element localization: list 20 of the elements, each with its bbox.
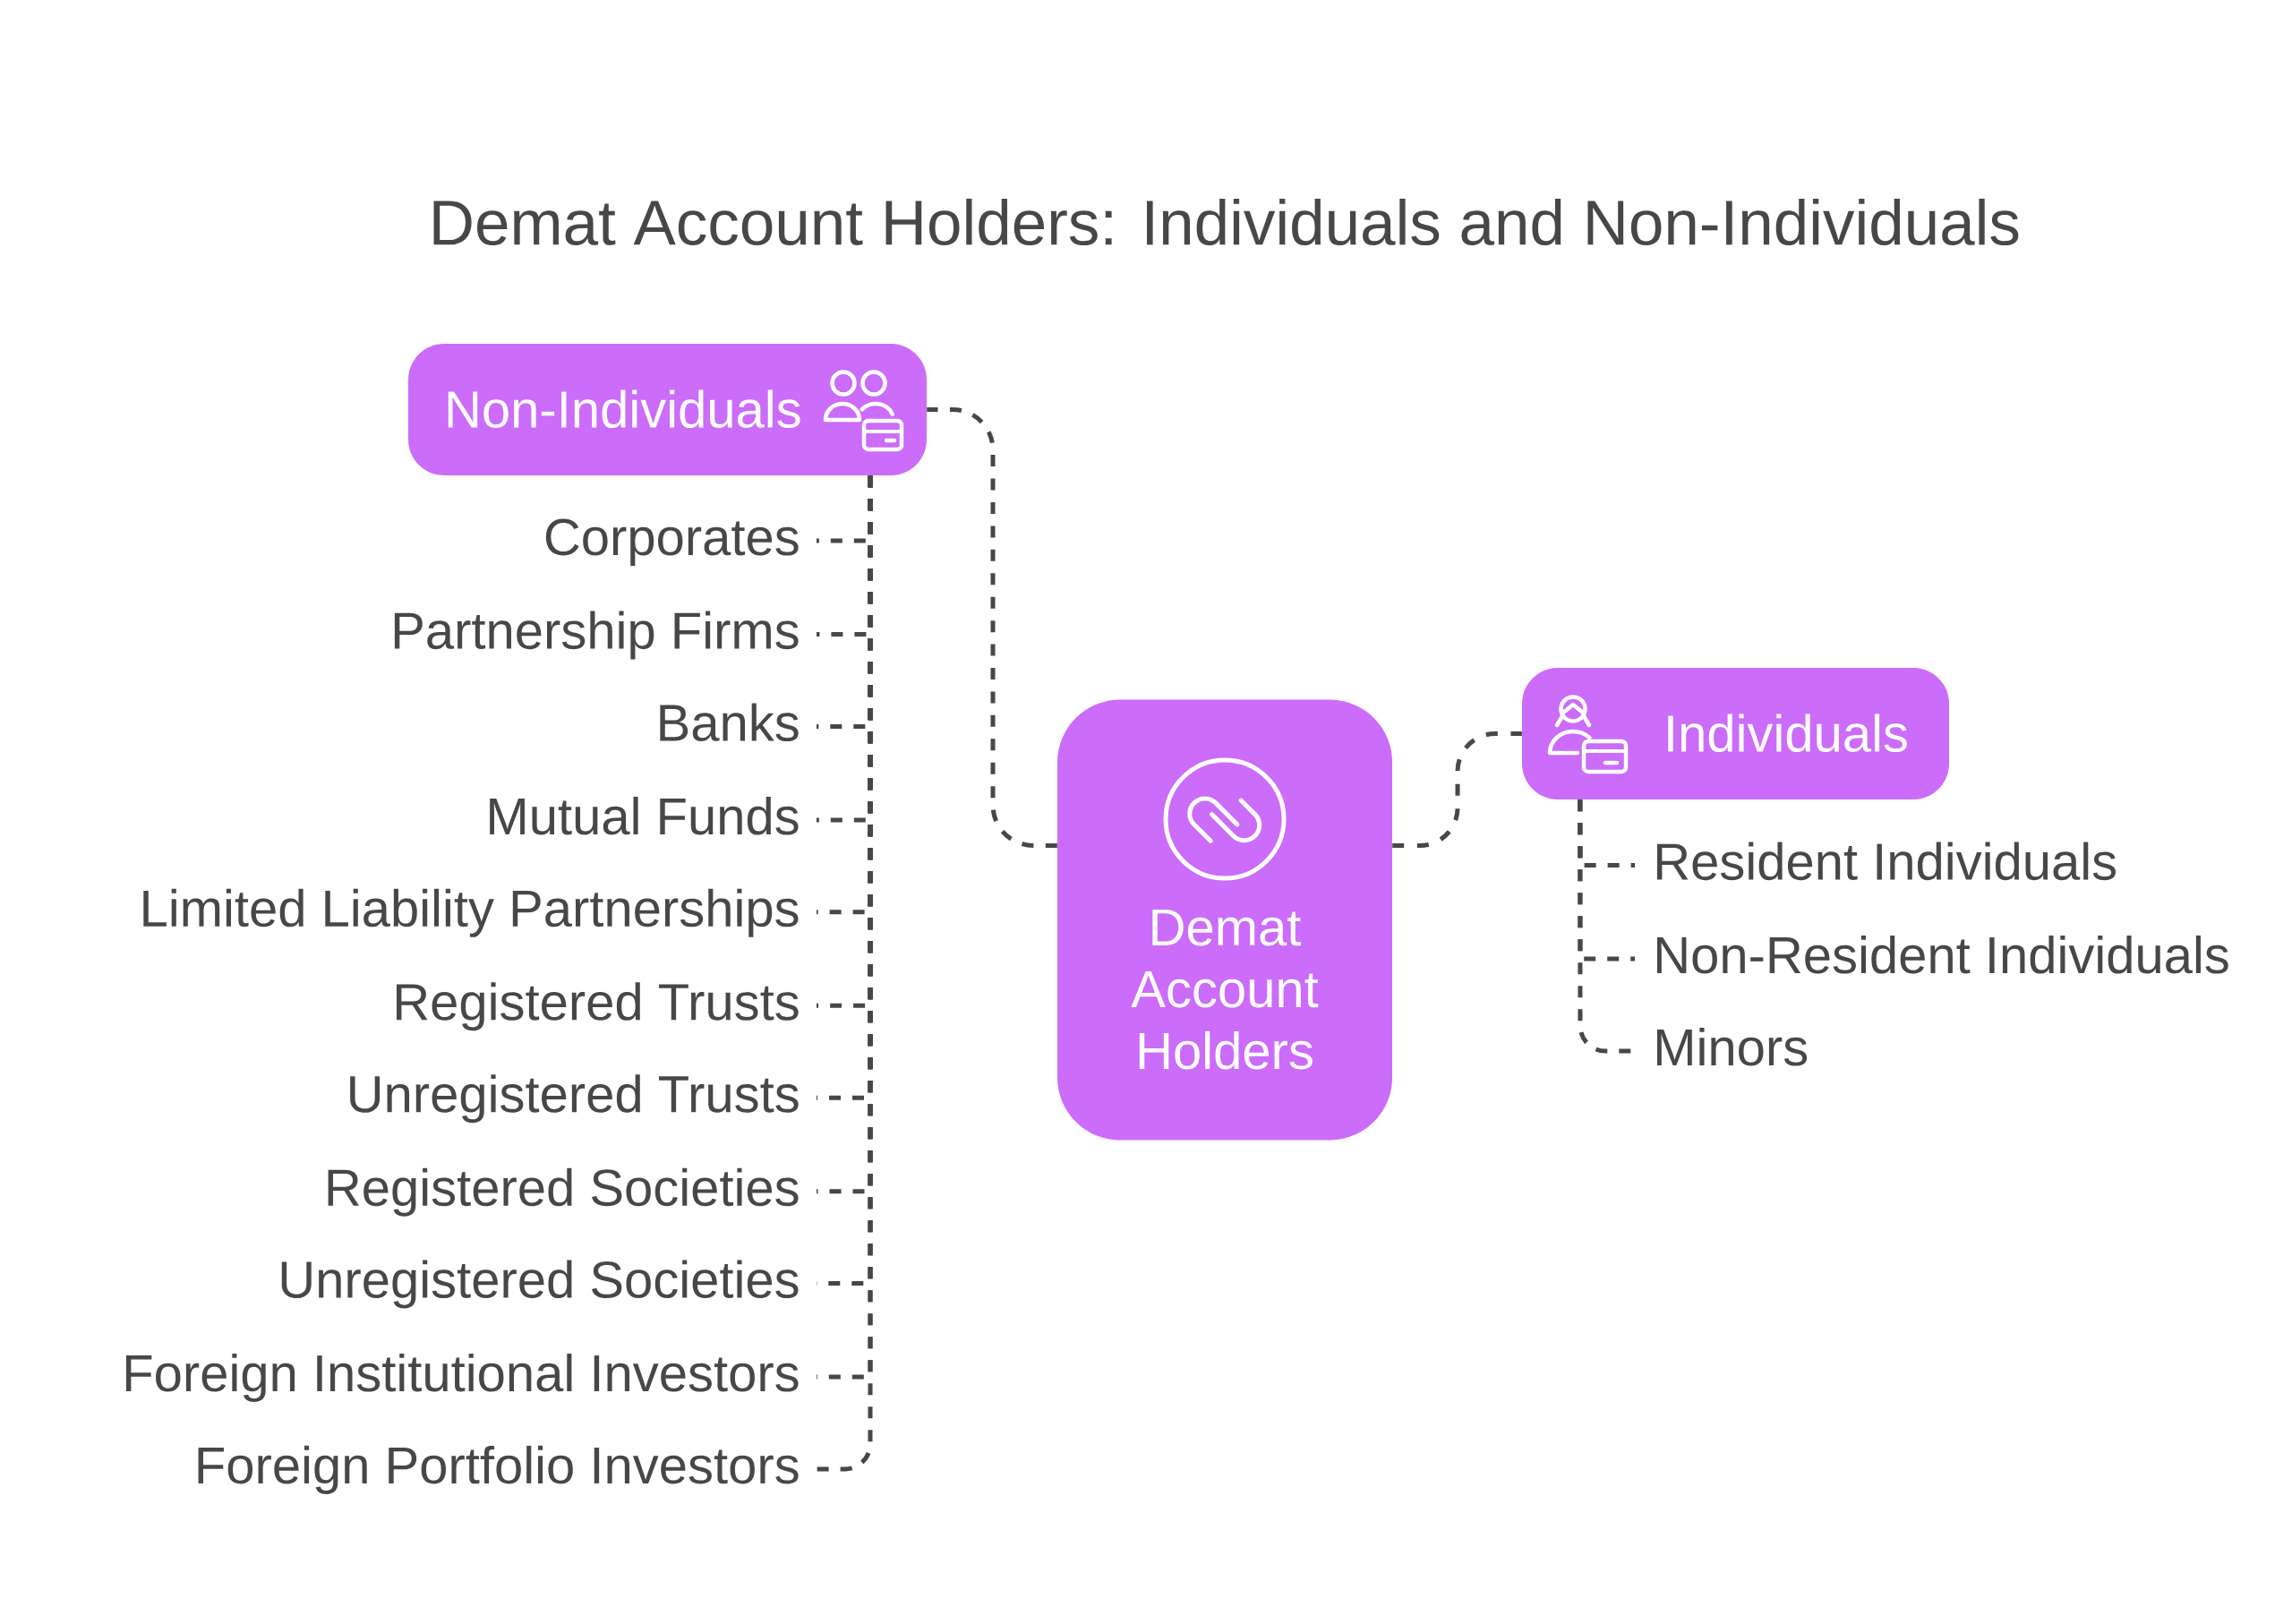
rounded-box: Non-Individuals [408, 343, 927, 475]
list-item-text: Unregistered Trusts [350, 1074, 799, 1124]
list-item-text: Partnership Firms [394, 611, 799, 660]
list-item-text: Non-Resident Individuals [1656, 935, 2228, 974]
title: Demat Account Holders: Individuals and Non-Individuals [433, 198, 2019, 246]
dashed-connector [927, 407, 1057, 848]
list-item-text: Corporates [545, 518, 799, 566]
list-item-text: Mutual Funds [490, 796, 799, 835]
list-item-text: Resident Individuals [1656, 842, 2117, 881]
list-item-text: Minors [1656, 1027, 1808, 1066]
dashed-connector [1392, 731, 1522, 848]
list-item-text: Banks [660, 703, 799, 742]
list-item-text: Limited Liability Partnerships [143, 888, 799, 937]
list-item-text: Foreign Portfolio Investors [198, 1445, 799, 1494]
rounded-box: Demat Account Holders [1057, 699, 1392, 1141]
list-item-text: Registered Societies [328, 1167, 799, 1217]
list-item-text: Unregistered Societies [281, 1260, 799, 1309]
list-item-text: Foreign Institutional Investors [125, 1353, 799, 1402]
list-item-text: Registered Trusts [397, 982, 799, 1031]
rounded-box: Individuals [1522, 668, 1949, 799]
